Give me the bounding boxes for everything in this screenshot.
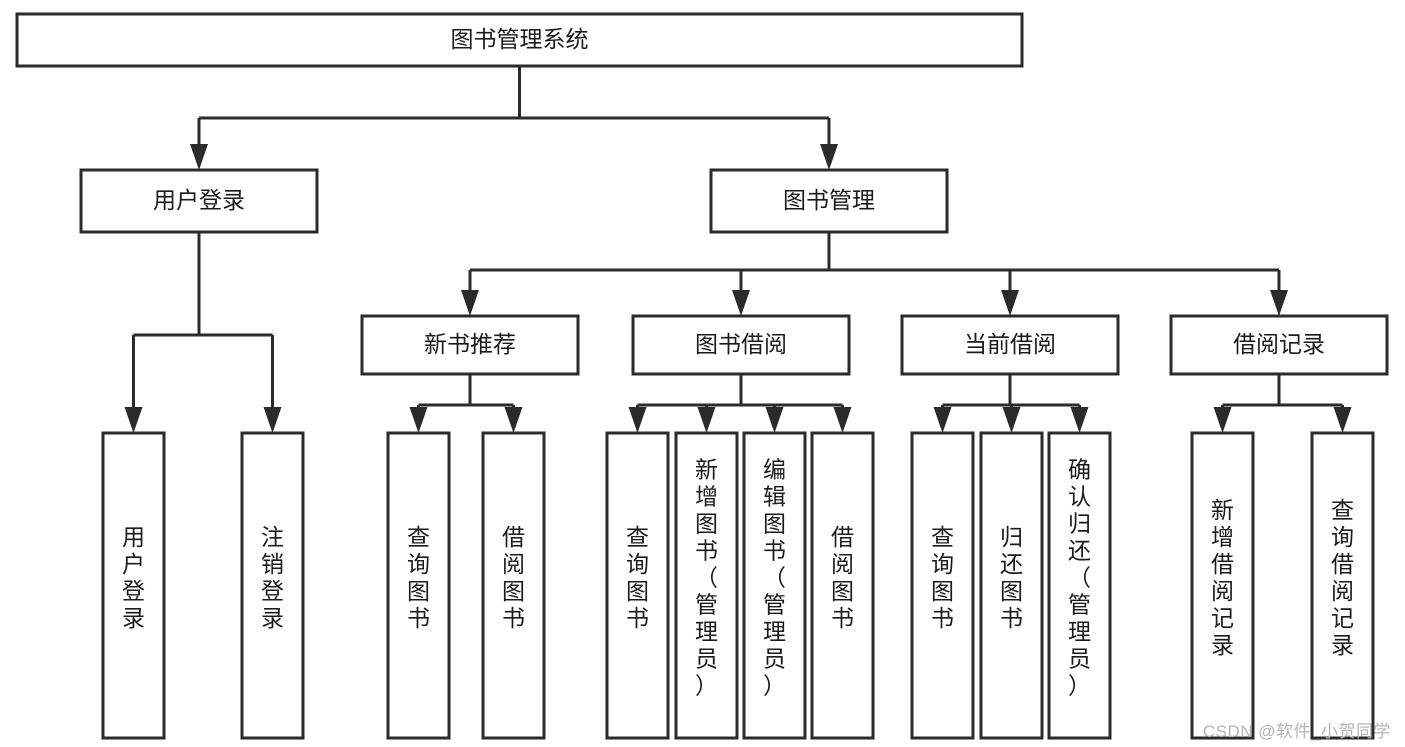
node-label: 查询借阅记录 — [1331, 497, 1354, 658]
node-label: 新增图书（管理员） — [695, 457, 718, 699]
node-level2-图书管理[interactable]: 图书管理 — [709, 168, 949, 234]
node-label: 查询图书 — [626, 524, 649, 631]
node-label: 新增借阅记录 — [1211, 497, 1234, 658]
node-label: 图书管理系统 — [451, 26, 589, 52]
node-leaf-新书推荐-查询图书[interactable]: 查询图书 — [386, 431, 451, 740]
node-leaf-用户登录-用户登录[interactable]: 用户登录 — [101, 431, 166, 740]
node-label: 借阅图书 — [831, 524, 854, 631]
node-leaf-当前借阅-确认归还（管理员）[interactable]: 确认归还（管理员） — [1047, 431, 1112, 740]
node-label: 查询图书 — [407, 524, 430, 631]
connector-layer — [124, 66, 1352, 433]
node-leaf-借阅记录-新增借阅记录[interactable]: 新增借阅记录 — [1190, 431, 1255, 740]
node-root-图书管理系统[interactable]: 图书管理系统 — [15, 12, 1024, 68]
node-leaf-图书借阅-借阅图书[interactable]: 借阅图书 — [810, 431, 875, 740]
node-label: 查询图书 — [931, 524, 954, 631]
node-label: 图书借阅 — [695, 331, 787, 357]
node-label: 确认归还（管理员） — [1068, 457, 1091, 699]
node-label: 编辑图书（管理员） — [763, 457, 786, 699]
node-label: 图书管理 — [783, 187, 875, 213]
node-label: 当前借阅 — [964, 331, 1056, 357]
node-label: 借阅图书 — [502, 524, 525, 631]
node-label: 归还图书 — [1000, 524, 1023, 631]
node-leaf-图书借阅-查询图书[interactable]: 查询图书 — [605, 431, 670, 740]
node-leaf-图书借阅-新增图书（管理员）[interactable]: 新增图书（管理员） — [674, 431, 739, 740]
node-level3-借阅记录[interactable]: 借阅记录 — [1169, 314, 1389, 376]
node-leaf-借阅记录-查询借阅记录[interactable]: 查询借阅记录 — [1310, 431, 1375, 740]
node-leaf-图书借阅-编辑图书（管理员）[interactable]: 编辑图书（管理员） — [742, 431, 807, 740]
node-leaf-新书推荐-借阅图书[interactable]: 借阅图书 — [481, 431, 546, 740]
node-level3-当前借阅[interactable]: 当前借阅 — [900, 314, 1120, 376]
node-label: 借阅记录 — [1233, 331, 1325, 357]
node-level2-用户登录[interactable]: 用户登录 — [79, 168, 319, 234]
node-layer: 图书管理系统用户登录图书管理新书推荐图书借阅当前借阅借阅记录用户登录注销登录查询… — [15, 12, 1389, 740]
node-label: 新书推荐 — [424, 331, 516, 357]
node-label: 注销登录 — [261, 524, 284, 631]
node-label: 用户登录 — [122, 524, 145, 631]
node-leaf-用户登录-注销登录[interactable]: 注销登录 — [240, 431, 305, 740]
node-leaf-当前借阅-查询图书[interactable]: 查询图书 — [910, 431, 975, 740]
node-level3-新书推荐[interactable]: 新书推荐 — [360, 314, 580, 376]
node-level3-图书借阅[interactable]: 图书借阅 — [631, 314, 851, 376]
node-label: 用户登录 — [153, 187, 245, 213]
watermark-label: CSDN @软件_小贺同学 — [1202, 722, 1391, 741]
node-leaf-当前借阅-归还图书[interactable]: 归还图书 — [979, 431, 1044, 740]
